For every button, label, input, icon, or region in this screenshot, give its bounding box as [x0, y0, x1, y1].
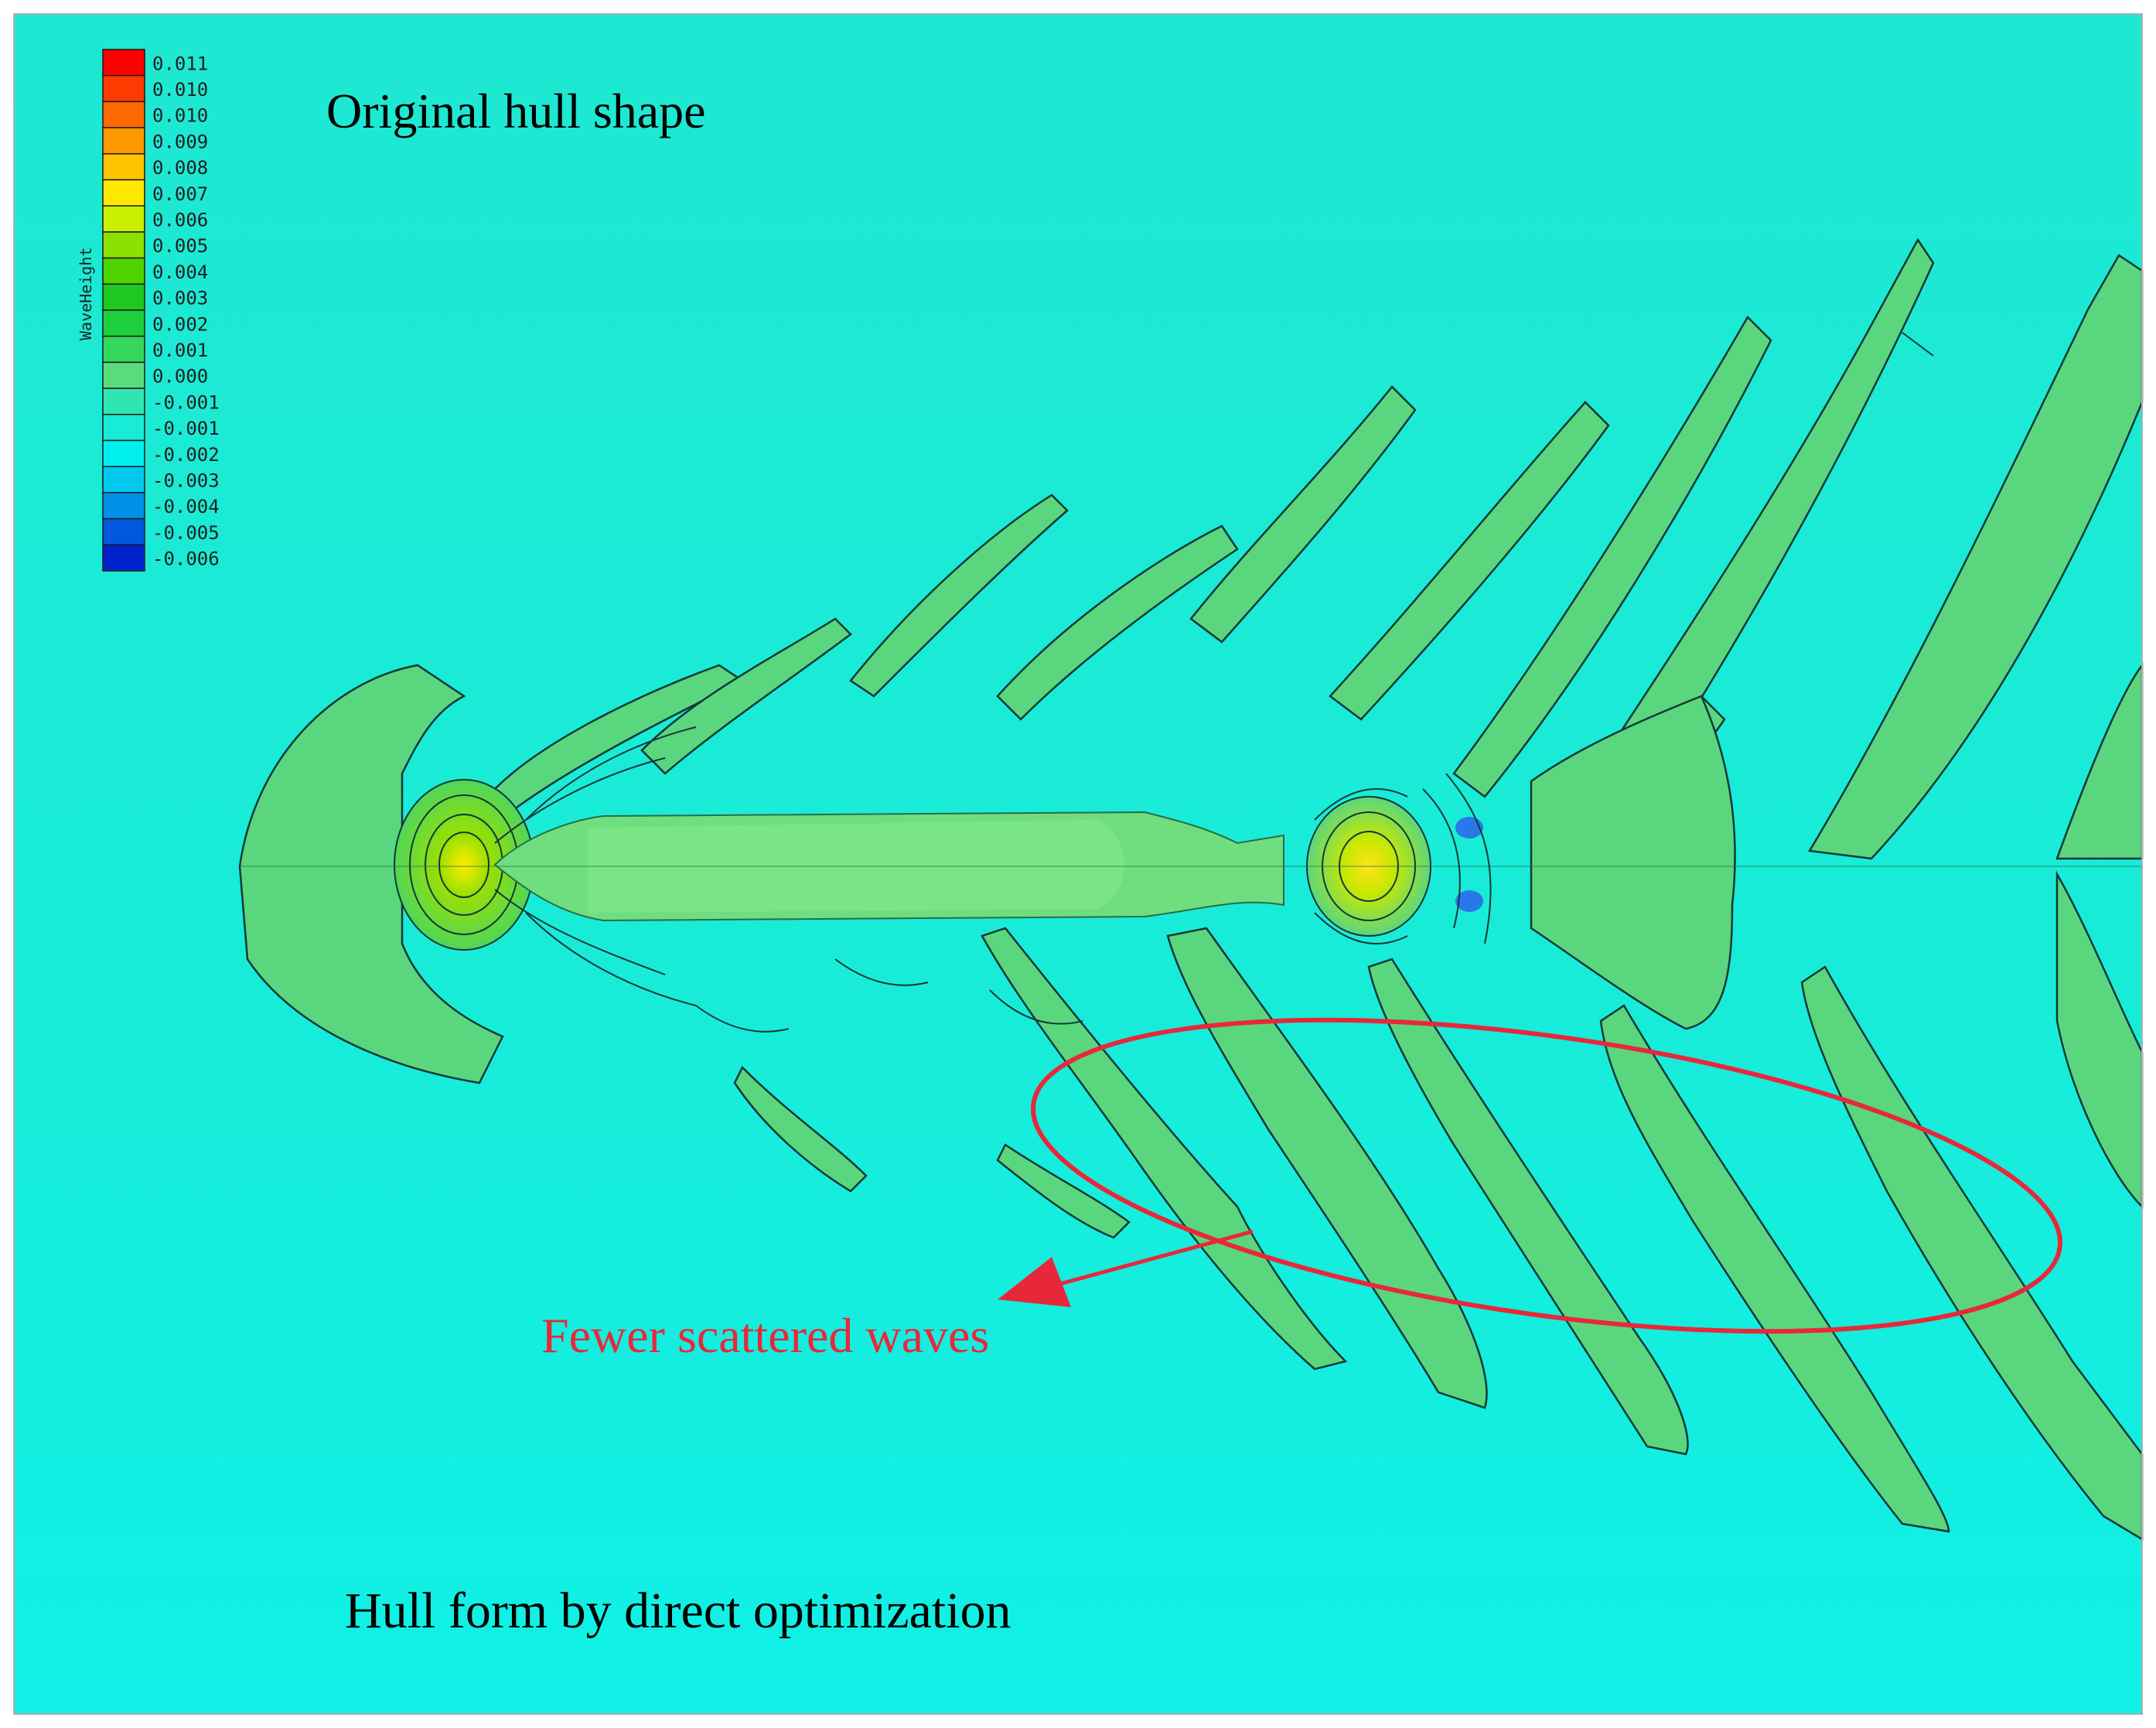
legend-swatch	[102, 466, 145, 493]
scattered-contour-lines	[494, 332, 1934, 1033]
optimized-hull-label: Hull form by direct optimization	[345, 1583, 1011, 1639]
legend-tick-label: 0.000	[152, 366, 208, 388]
legend-swatch	[102, 388, 145, 415]
legend-tick-label: 0.008	[152, 157, 208, 179]
legend-tick-label: -0.006	[152, 548, 220, 570]
legend-swatch	[102, 283, 145, 311]
legend-swatch	[102, 153, 145, 181]
legend-swatch	[102, 49, 145, 77]
legend-swatch	[102, 127, 145, 155]
legend-tick-label: 0.007	[152, 183, 208, 205]
legend-colorbar	[102, 49, 145, 572]
legend-tick-label: -0.002	[152, 444, 220, 466]
legend-swatch	[102, 361, 145, 389]
legend-swatch	[102, 414, 145, 442]
annotation-ellipse	[1031, 1017, 2062, 1334]
bow-wave-region	[238, 664, 504, 1084]
legend-tick-labels: 0.011 0.010 0.010 0.009 0.008 0.007 0.006 0.005…	[152, 53, 220, 569]
legend-tick-label: -0.001	[152, 391, 220, 413]
legend-title: WaveHeight	[77, 248, 95, 340]
annotation-arrowhead	[998, 1257, 1071, 1307]
lower-wave-crests	[733, 870, 2144, 1542]
legend-tick-label: 0.001	[152, 340, 208, 361]
legend-tick-label: -0.001	[152, 418, 220, 439]
legend-swatch	[102, 439, 145, 467]
legend-tick-label: -0.004	[152, 496, 220, 517]
legend-tick-label: 0.010	[152, 105, 208, 127]
legend-swatch	[102, 335, 145, 364]
legend-swatch	[102, 205, 145, 233]
legend-swatch	[102, 517, 145, 546]
upper-wave-crests	[493, 237, 2144, 860]
legend-swatch	[102, 74, 145, 103]
legend-swatch	[102, 544, 145, 572]
legend-swatch	[102, 179, 145, 207]
legend-swatch	[102, 492, 145, 520]
annotation-label: Fewer scattered waves	[541, 1308, 989, 1363]
legend-tick-label: 0.006	[152, 209, 208, 231]
legend-swatch	[102, 231, 145, 259]
legend-tick-label: 0.002	[152, 313, 208, 335]
legend-tick-label: 0.009	[152, 131, 208, 152]
legend-tick-label: 0.011	[152, 53, 208, 74]
annotation-arrow-line	[1059, 1229, 1254, 1286]
original-hull-label: Original hull shape	[326, 84, 706, 138]
legend-tick-label: 0.003	[152, 288, 208, 309]
legend-tick-label: 0.005	[152, 235, 208, 257]
legend-tick-label: 0.010	[152, 79, 208, 101]
legend-tick-label: -0.005	[152, 522, 220, 544]
legend-swatch	[102, 257, 145, 285]
legend-tick-label: -0.003	[152, 470, 220, 491]
legend-tick-label: 0.004	[152, 261, 208, 283]
legend-swatch	[102, 101, 145, 128]
legend-swatch	[102, 309, 145, 337]
